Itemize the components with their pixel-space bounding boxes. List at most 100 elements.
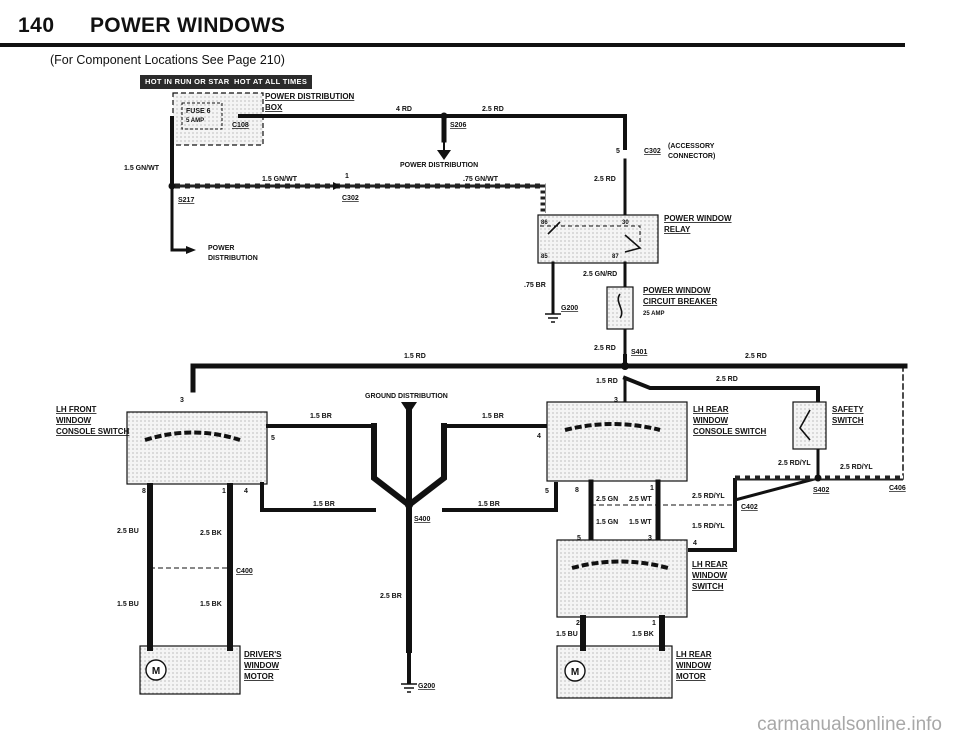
wire-label-pin5-lfs: 5 bbox=[271, 435, 275, 442]
lh-rear-switch-label-3: SWITCH bbox=[692, 582, 724, 591]
c108-label: C108 bbox=[232, 122, 249, 129]
wire-label-pin4-left: 4 bbox=[244, 488, 248, 495]
lh-rear-switch-label-1: LH REAR bbox=[692, 560, 728, 569]
wire-label-bu25: 2.5 BU bbox=[117, 528, 139, 535]
wire-label-pin1: 1 bbox=[345, 173, 349, 180]
wire-label-gnwt15-left: 1.5 GN/WT bbox=[124, 165, 160, 172]
drivers-motor-symbol: M bbox=[152, 666, 160, 677]
power-distribution-left-label-1: POWER bbox=[208, 245, 234, 252]
wire-label-gn15: 1.5 GN bbox=[596, 519, 618, 526]
relay-pin-30: 30 bbox=[622, 220, 629, 226]
accessory-connector-label-1: (ACCESSORY bbox=[668, 143, 715, 150]
wire-label-pin3-left: 3 bbox=[180, 397, 184, 404]
wire-label-br25: 2.5 BR bbox=[380, 593, 402, 600]
wire-label-rd25-right: 2.5 RD bbox=[594, 176, 616, 183]
lh-rear-console-switch-box bbox=[546, 401, 688, 482]
wire-label-br75: .75 BR bbox=[524, 282, 546, 289]
ground-symbols bbox=[401, 313, 561, 693]
wire-label-bk25: 2.5 BK bbox=[200, 530, 222, 537]
wire-label-br15-d: 1.5 BR bbox=[478, 501, 500, 508]
c402-label: C402 bbox=[741, 504, 758, 511]
power-distribution-left-label-2: DISTRIBUTION bbox=[208, 255, 258, 262]
wire-label-pin5: 5 bbox=[616, 148, 620, 155]
wire-label-pin5-lrws: 5 bbox=[577, 535, 581, 542]
power-distribution-box-label-1: POWER DISTRIBUTION bbox=[265, 92, 355, 101]
wire-label-pin5-right: 5 bbox=[545, 488, 549, 495]
lh-front-switch-box bbox=[126, 411, 268, 485]
wire-label-pin4-lrcs: 4 bbox=[537, 433, 541, 440]
wire-label-pin1-lrws: 1 bbox=[652, 620, 656, 627]
drivers-motor-icon: M bbox=[145, 659, 167, 681]
lh-rear-motor-icon: M bbox=[564, 660, 586, 682]
circuit-breaker-label-2: CIRCUIT BREAKER bbox=[643, 297, 717, 306]
safety-switch-label-2: SWITCH bbox=[832, 416, 864, 425]
wire-label-rd25-far-right: 2.5 RD bbox=[745, 353, 767, 360]
relay-label-1: POWER WINDOW bbox=[664, 214, 732, 223]
wire-label-br15-b: 1.5 BR bbox=[482, 413, 504, 420]
wire-label-rd25-safety: 2.5 RD bbox=[716, 376, 738, 383]
page-title: POWER WINDOWS bbox=[90, 14, 286, 37]
fuse-label: FUSE 6 bbox=[186, 108, 211, 115]
lh-rear-motor-label-2: WINDOW bbox=[676, 661, 712, 670]
accessory-connector-label-2: CONNECTOR) bbox=[668, 153, 715, 160]
wire-label-rd25-top: 2.5 RD bbox=[482, 106, 504, 113]
wire-label-wt25: 2.5 WT bbox=[629, 496, 652, 503]
wire-label-pin8-left: 8 bbox=[142, 488, 146, 495]
lh-rear-motor-label-1: LH REAR bbox=[676, 650, 712, 659]
lh-rear-motor-label-3: MOTOR bbox=[676, 672, 706, 681]
g200-upper-label: G200 bbox=[561, 305, 578, 312]
wire-label-pin3-right: 3 bbox=[614, 397, 618, 404]
wire-label-wt15: 1.5 WT bbox=[629, 519, 652, 526]
wire-label-gnwt75: .75 GN/WT bbox=[463, 176, 499, 183]
safety-switch-label-1: SAFETY bbox=[832, 405, 864, 414]
wire-label-pin1-left: 1 bbox=[222, 488, 226, 495]
wire-label-pin4-lrws: 4 bbox=[693, 540, 697, 547]
c400-label: C400 bbox=[236, 568, 253, 575]
wire-label-rd15-mid: 1.5 RD bbox=[404, 353, 426, 360]
power-distribution-box-label-2: BOX bbox=[265, 103, 283, 112]
wire-label-gnrd25: 2.5 GN/RD bbox=[583, 271, 617, 278]
wire-label-rdyl25-b: 2.5 RD/YL bbox=[778, 460, 811, 467]
wire-label-br15-c: 1.5 BR bbox=[313, 501, 335, 508]
wire-label-rdyl25-a: 2.5 RD/YL bbox=[692, 493, 725, 500]
s402-label: S402 bbox=[813, 487, 829, 494]
wire-label-bk15-right: 1.5 BK bbox=[632, 631, 654, 638]
lh-rear-switch-label-2: WINDOW bbox=[692, 571, 728, 580]
wire-label-pin8-right: 8 bbox=[575, 487, 579, 494]
g200-lower-label: G200 bbox=[418, 683, 435, 690]
page-subtitle: (For Component Locations See Page 210) bbox=[50, 53, 285, 67]
relay-contact-icon bbox=[547, 221, 642, 253]
wire-label-pin1-right: 1 bbox=[650, 485, 654, 492]
relay-pin-85: 85 bbox=[541, 254, 548, 260]
wire-label-rdyl15: 1.5 RD/YL bbox=[692, 523, 725, 530]
c302-label: C302 bbox=[644, 148, 661, 155]
circuit-breaker-icon bbox=[617, 293, 623, 319]
drivers-motor-label-1: DRIVER'S bbox=[244, 650, 282, 659]
wire-label-rd4-top: 4 RD bbox=[396, 106, 412, 113]
wire-label-bk15-left: 1.5 BK bbox=[200, 601, 222, 608]
lh-rear-console-label-2: WINDOW bbox=[693, 416, 729, 425]
power-distribution-mid-label: POWER DISTRIBUTION bbox=[400, 162, 478, 169]
lh-rear-console-label-3: CONSOLE SWITCH bbox=[693, 427, 767, 436]
wire-label-rdyl25-c: 2.5 RD/YL bbox=[840, 464, 873, 471]
c406-label: C406 bbox=[889, 485, 906, 492]
circuit-breaker-label-3: 25 AMP bbox=[643, 311, 664, 317]
s217-label: S217 bbox=[178, 197, 194, 204]
lh-front-switch-label-3: CONSOLE SWITCH bbox=[56, 427, 130, 436]
wire-label-rd15-s401: 1.5 RD bbox=[596, 378, 618, 385]
relay-pin-87: 87 bbox=[612, 254, 619, 260]
header-rule bbox=[0, 43, 905, 47]
safety-switch-icon bbox=[799, 409, 811, 441]
wire-label-rd25-cb: 2.5 RD bbox=[594, 345, 616, 352]
wire-label-bu15-left: 1.5 BU bbox=[117, 601, 139, 608]
s400-label: S400 bbox=[414, 516, 430, 523]
lh-rear-motor-symbol: M bbox=[571, 667, 579, 678]
lh-rear-console-label-1: LH REAR bbox=[693, 405, 729, 414]
wire-label-br15-a: 1.5 BR bbox=[310, 413, 332, 420]
safety-switch-box bbox=[792, 401, 827, 450]
lh-front-switch-label-1: LH FRONT bbox=[56, 405, 97, 414]
wire-label-pin3-lrws: 3 bbox=[648, 535, 652, 542]
lh-front-switch-label-2: WINDOW bbox=[56, 416, 92, 425]
